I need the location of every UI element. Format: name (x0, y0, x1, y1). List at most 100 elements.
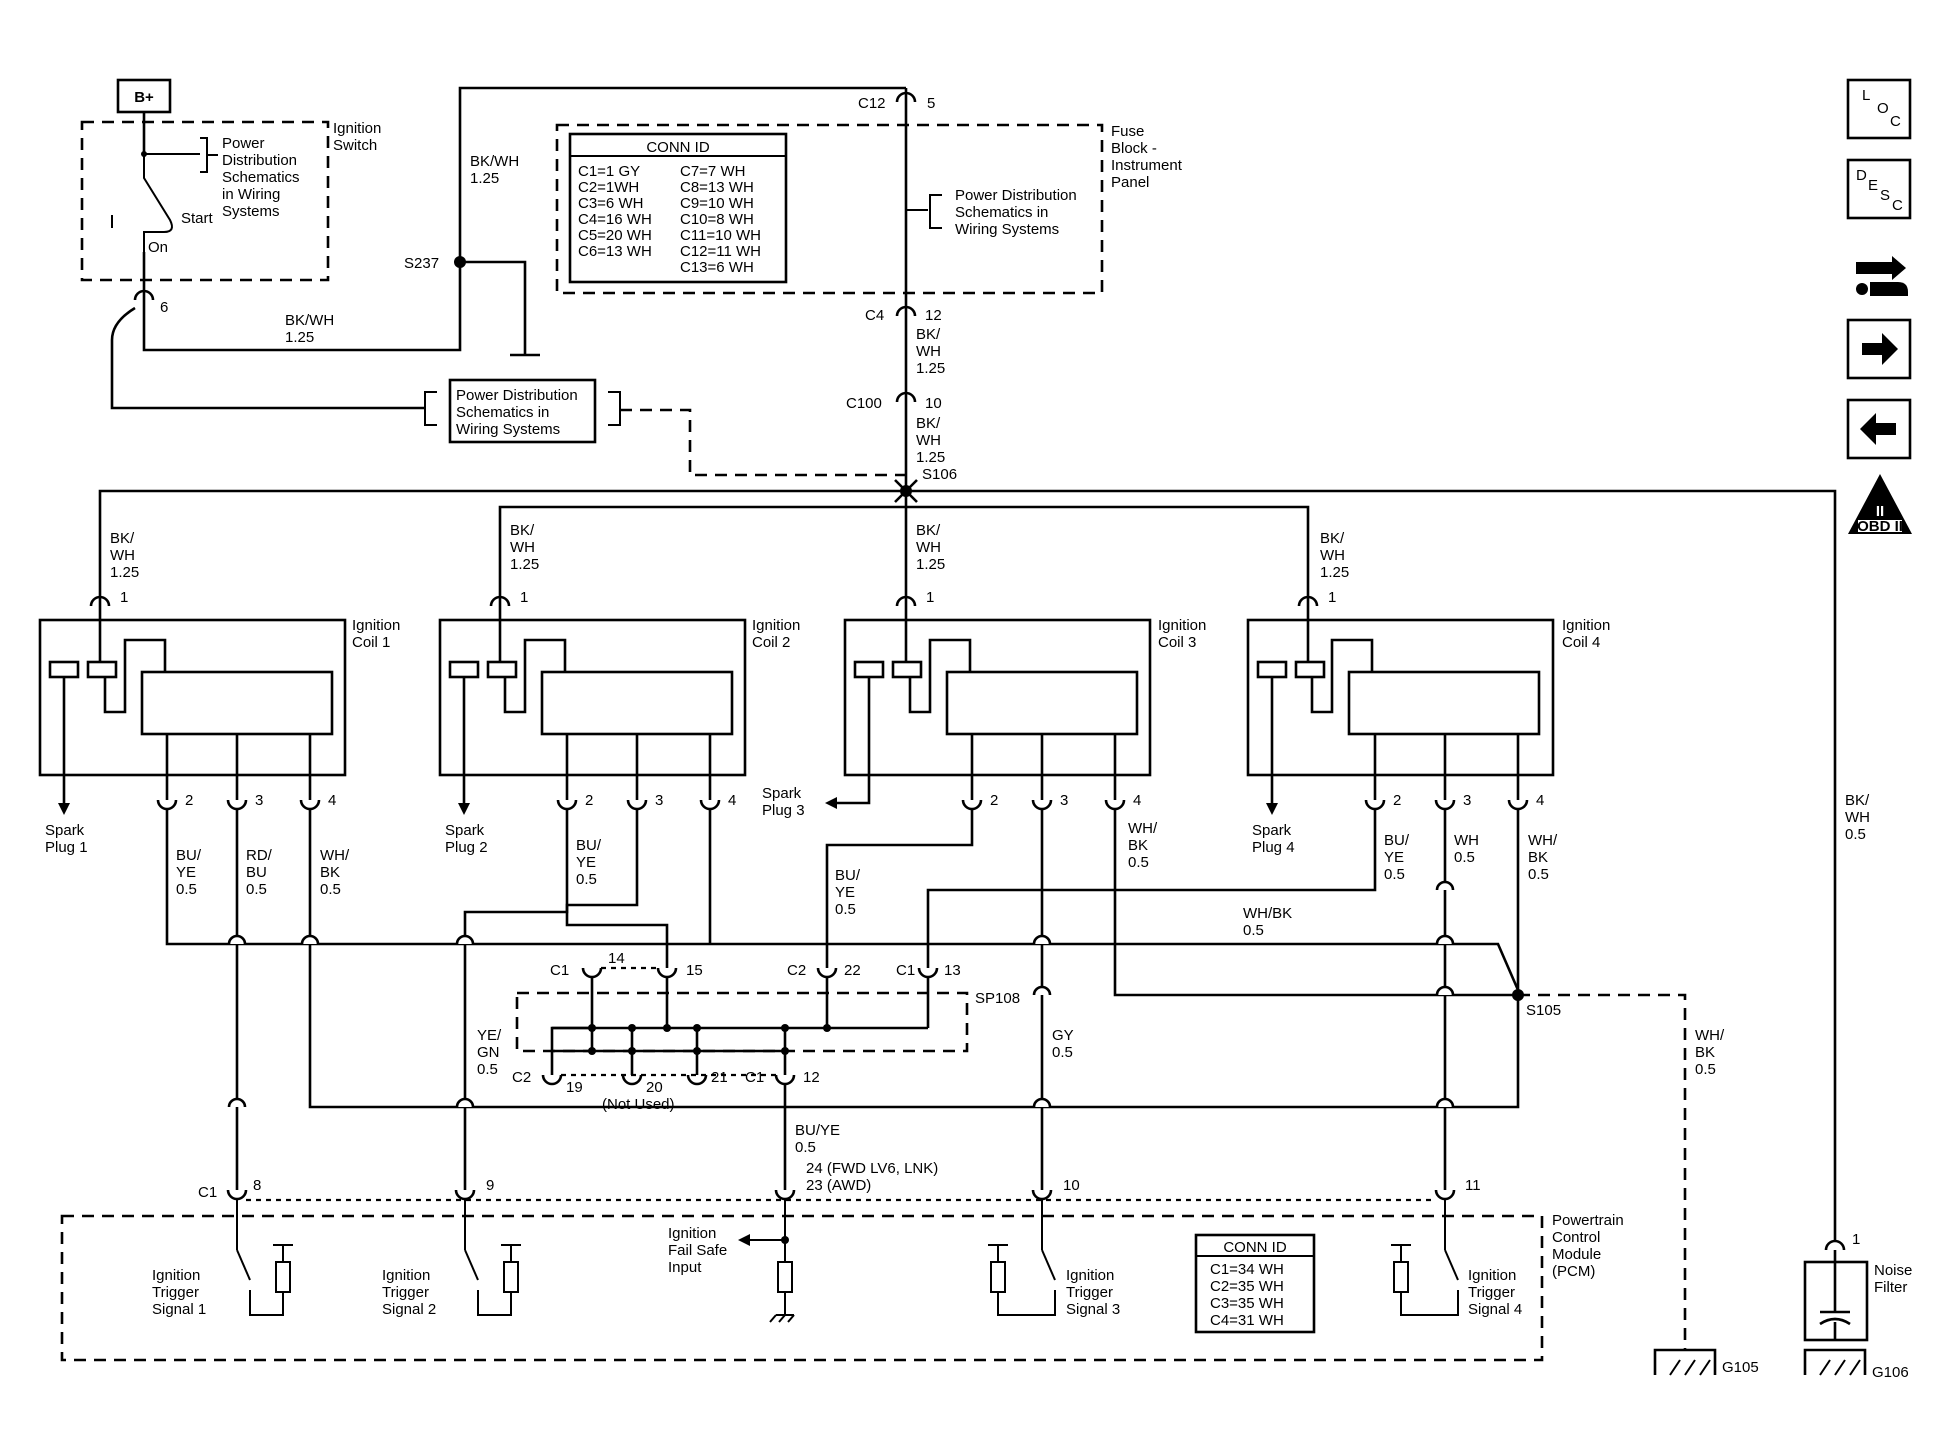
desc-s: S (1880, 187, 1890, 204)
coil4-w4-2: BK (1528, 849, 1548, 866)
desc-c: C (1892, 197, 1903, 214)
conn-c13: C13=6 WH (680, 259, 754, 276)
ign-pin-6: 6 (160, 299, 168, 316)
pcm-pin-9: 9 (486, 1177, 494, 1194)
pin-14: 14 (608, 950, 625, 967)
noise-wire-3: 0.5 (1845, 826, 1866, 843)
ignition-switch-box (80, 120, 330, 282)
coil1-spark-2: Plug 1 (45, 839, 88, 856)
noise-pin: 1 (1852, 1231, 1860, 1248)
ignition-switch-title-1: Ignition (333, 120, 381, 137)
sig1-3: Signal 1 (152, 1301, 206, 1318)
c4-wire-2: WH (916, 343, 941, 360)
coil3-spark-1: Spark (762, 785, 802, 802)
description-button[interactable]: D E S C (1846, 158, 1912, 220)
ignition-coil-1: 1 Ignition Coil 1 Spark Plug 1 2 3 4 BU/… (38, 589, 400, 898)
loc-o: O (1877, 100, 1889, 117)
pin-20: 20 (646, 1079, 663, 1096)
sig2-3: Signal 2 (382, 1301, 436, 1318)
coil2-spark-1: Spark (445, 822, 485, 839)
coil1-w4-2: BK (320, 864, 340, 881)
coil3-pin2: 2 (990, 792, 998, 809)
c4-label: C4 (865, 307, 884, 324)
sp108-c1-top: C1 (550, 962, 569, 979)
coil4-title-1: Ignition (1562, 617, 1610, 634)
coil4-pin1: 1 (1328, 589, 1336, 606)
c100-pin: 10 (925, 395, 942, 412)
conn-c6: C6=13 WH (578, 243, 652, 260)
pcm-title-1: Powertrain (1552, 1212, 1624, 1229)
ground-wire-1: WH/ (1695, 1027, 1725, 1044)
ign-note-5: Systems (222, 203, 280, 220)
location-button[interactable]: L O C (1846, 78, 1912, 140)
g105-label: G105 (1722, 1359, 1759, 1376)
sp108-c2-bot: C2 (512, 1069, 531, 1086)
next-page-arrow-icon[interactable] (1846, 318, 1912, 380)
coil1-w3-1: RD/ (246, 847, 273, 864)
pcm-pin-23: 23 (AWD) (806, 1177, 871, 1194)
coil1-w3-3: 0.5 (246, 881, 267, 898)
trigger-signal-4: Ignition Trigger Signal 4 (1391, 1200, 1522, 1318)
pin-19: 19 (566, 1079, 583, 1096)
coil4-spark-1: Spark (1252, 822, 1292, 839)
coil1-w2-2: YE (176, 864, 196, 881)
pcm-bu-ye-1: BU/YE (795, 1122, 840, 1139)
previous-page-arrow-icon[interactable] (1846, 398, 1912, 460)
wire-size-label-1: 1.25 (285, 329, 314, 346)
coil2-spark-2: Plug 2 (445, 839, 488, 856)
c100-wire-2: WH (916, 432, 941, 449)
sp108-c2-top: C2 (787, 962, 806, 979)
sp108-c1-top-2: C1 (896, 962, 915, 979)
coil3-w4-1: WH/ (1128, 820, 1158, 837)
coil2-pin2: 2 (585, 792, 593, 809)
sig4-3: Signal 4 (1468, 1301, 1522, 1318)
coil4-w3-2: 0.5 (1454, 849, 1475, 866)
pin-22: 22 (844, 962, 861, 979)
c100-label: C100 (846, 395, 882, 412)
pcm-conn-c4: C4=31 WH (1210, 1312, 1284, 1329)
sig4-2: Trigger (1468, 1284, 1515, 1301)
coil1-supply-3: 1.25 (110, 564, 139, 581)
pin-15: 15 (686, 962, 703, 979)
coil2-pin4: 4 (728, 792, 736, 809)
coil4-title-2: Coil 4 (1562, 634, 1600, 651)
coil3-spark-2: Plug 3 (762, 802, 805, 819)
coil4-w2-3: 0.5 (1384, 866, 1405, 883)
sig3-2: Trigger (1066, 1284, 1113, 1301)
c4-wire-3: 1.25 (916, 360, 945, 377)
fuse-block-title-4: Panel (1111, 174, 1149, 191)
coil4-w4-3: 0.5 (1528, 866, 1549, 883)
coil1-w4-1: WH/ (320, 847, 350, 864)
battery-label: B+ (134, 89, 154, 106)
fuse-conn-left-col: C1=1 GY C2=1WH C3=6 WH C4=16 WH C5=20 WH… (578, 163, 652, 260)
coil3-w4-3: 0.5 (1128, 854, 1149, 871)
noise-filter: 1 BK/ WH 0.5 Noise Filter G106 (1803, 792, 1912, 1381)
coil2-title-1: Ignition (752, 617, 800, 634)
loc-l: L (1862, 87, 1870, 104)
coil1-spark-1: Spark (45, 822, 85, 839)
coil3-supply-3: 1.25 (916, 556, 945, 573)
coil1-title-2: Coil 1 (352, 634, 390, 651)
coil1-w3-2: BU (246, 864, 267, 881)
obd-ii-icon[interactable]: II OBD II (1848, 474, 1912, 535)
c100-wire-3: 1.25 (916, 449, 945, 466)
obd-numeral: II (1876, 503, 1884, 520)
ign-start-label: Start (181, 210, 214, 227)
sp108-box (515, 991, 969, 1053)
coil4-w3-1: WH (1454, 832, 1479, 849)
sig1-2: Trigger (152, 1284, 199, 1301)
coil4-w2-1: BU/ (1384, 832, 1410, 849)
coil4-pin4: 4 (1536, 792, 1544, 809)
conn-c9: C9=10 WH (680, 195, 754, 212)
ignition-switch-contact (143, 154, 173, 252)
ign-note-3: Schematics (222, 169, 300, 186)
conn-c8: C8=13 WH (680, 179, 754, 196)
pd-reference-bracket (200, 137, 208, 173)
conn-c4: C4=16 WH (578, 211, 652, 228)
ignition-coil-3: 1 Ignition Coil 3 Spark Plug 3 2 3 4 BU/… (762, 589, 1206, 918)
diagnostic-tool-icon[interactable] (1856, 256, 1908, 296)
pcm-bu-ye-2: 0.5 (795, 1139, 816, 1156)
pin-20-not-used: (Not Used) (602, 1096, 675, 1113)
fail-safe-3: Input (668, 1259, 702, 1276)
